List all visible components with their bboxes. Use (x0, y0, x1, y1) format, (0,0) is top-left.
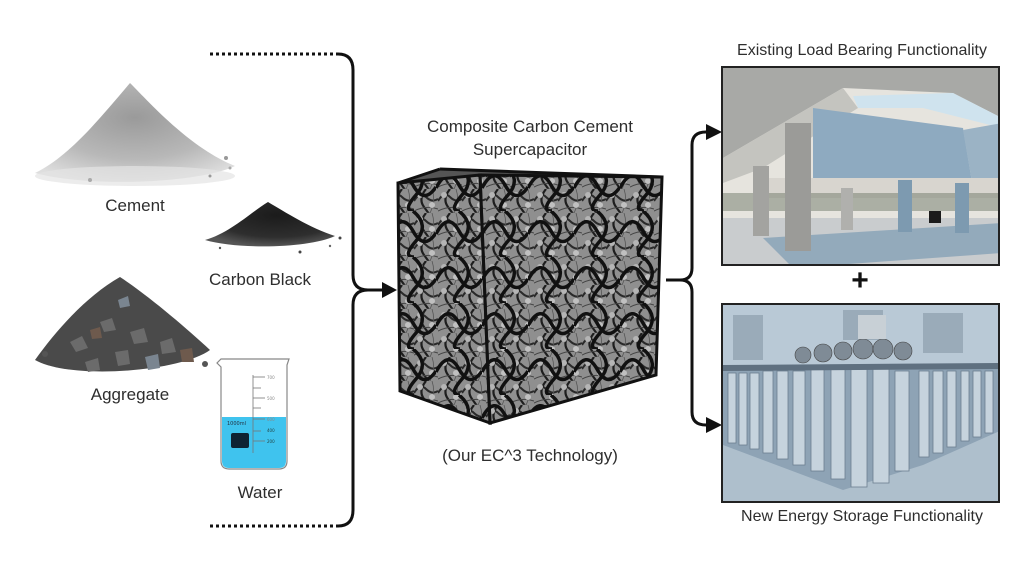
concrete-building-icon (723, 68, 998, 264)
load-bearing-label: Existing Load Bearing Functionality (737, 42, 987, 59)
beaker-volume-label: 1000ml (227, 421, 246, 427)
combiner-plus-sign: + (851, 264, 869, 297)
composite-title-line1: Composite Carbon Cement (427, 117, 633, 136)
composite-title-line2: Supercapacitor (472, 140, 588, 159)
arrow-to-load-bearing-icon (706, 124, 722, 140)
carbon-black-label: Carbon Black (208, 270, 312, 289)
capacitor-cylinders (727, 368, 994, 488)
energy-storage-label: New Energy Storage Functionality (741, 508, 983, 525)
water-beaker-icon: 1000ml 700 500 600 400 200 (216, 358, 290, 470)
cement-powder-pile-icon (35, 83, 235, 186)
water-label: Water (237, 483, 283, 502)
arrow-to-composite-icon (382, 282, 397, 298)
svg-text:400: 400 (267, 428, 275, 433)
svg-text:600: 600 (267, 417, 275, 422)
arrow-to-energy-storage-icon (706, 417, 722, 433)
carbon-black-pile-icon (205, 202, 342, 254)
aggregate-label: Aggregate (90, 385, 170, 404)
svg-text:500: 500 (267, 396, 275, 401)
svg-text:700: 700 (267, 375, 275, 380)
carbon-network-cube-icon (396, 167, 664, 426)
concrete-building-photo (721, 66, 1000, 266)
aggregate-gravel-pile-icon (35, 277, 210, 372)
cement-label: Cement (105, 196, 165, 215)
svg-text:200: 200 (267, 439, 275, 444)
energy-storage-facility-icon (723, 305, 998, 501)
water-fill (222, 417, 286, 468)
composite-subtitle: (Our EC^3 Technology) (442, 446, 618, 465)
energy-storage-facility-photo (721, 303, 1000, 503)
